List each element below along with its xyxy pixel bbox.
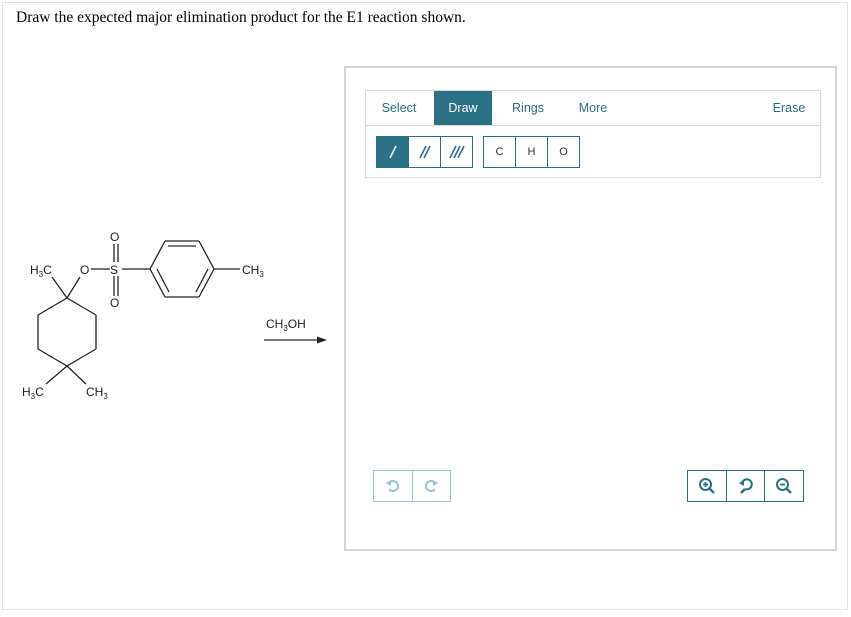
aromatic-inner-bond [195, 268, 209, 293]
single-bond-icon [388, 145, 397, 159]
arrow-head [317, 336, 327, 344]
page-frame [2, 2, 848, 610]
aromatic-bond [149, 240, 166, 270]
triple-bond-button[interactable] [441, 137, 472, 167]
bond-tool-group [376, 136, 473, 168]
question-text: Draw the expected major elimination prod… [16, 9, 466, 26]
label-h3c-bottom: H3C [22, 385, 44, 401]
atom-h-button[interactable]: H [516, 137, 548, 167]
editor-tabs: Select Draw Rings More Erase [366, 91, 820, 126]
tab-select[interactable]: Select [381, 101, 417, 115]
zoom-reset-button[interactable] [727, 471, 766, 501]
reaction-structure: H3C O S O O CH3 H3C CH3 CH3OH [22, 230, 327, 401]
ring-bond [66, 348, 97, 367]
zoom-group [687, 470, 804, 502]
atom-tool-group: C H O [483, 136, 580, 168]
label-reagent: CH3OH [266, 317, 306, 333]
double-bond-icon [418, 145, 431, 159]
tab-draw[interactable]: Draw [434, 91, 492, 125]
single-bond-button[interactable] [377, 137, 409, 167]
ring-bond [66, 297, 97, 316]
tab-more[interactable]: More [578, 101, 608, 115]
redo-icon [425, 480, 439, 492]
undo-button[interactable] [374, 471, 413, 501]
label-oxygen-bottom: O [110, 296, 119, 310]
zoom-reset-icon [738, 478, 753, 494]
triple-bond-icon [448, 145, 465, 159]
label-h3c-top: H3C [30, 263, 52, 279]
redo-button[interactable] [413, 471, 451, 501]
methyl-bond [51, 276, 68, 299]
zoom-out-button[interactable] [765, 471, 803, 501]
undo-icon [385, 480, 399, 492]
reaction-scheme: H3C O S O O CH3 H3C CH3 CH3OH [0, 0, 340, 612]
label-ch3-bottom: CH3 [86, 385, 108, 401]
editor-toolbar: Select Draw Rings More Erase [365, 90, 821, 178]
zoom-out-icon [776, 478, 793, 494]
label-oxygen-ester: O [80, 263, 89, 277]
structure-editor[interactable]: Select Draw Rings More Erase [344, 66, 837, 551]
aromatic-bond [198, 268, 215, 298]
methyl-bond [66, 365, 87, 385]
zoom-in-button[interactable] [688, 471, 727, 501]
atom-c-button[interactable]: C [484, 137, 516, 167]
zoom-in-icon [698, 478, 715, 494]
label-ch3-para: CH3 [242, 263, 264, 279]
ring-bond [37, 348, 68, 367]
history-group [373, 470, 451, 502]
aromatic-bond [198, 240, 215, 270]
aromatic-inner-bond [156, 268, 170, 293]
tab-rings[interactable]: Rings [512, 101, 544, 115]
atom-o-button[interactable]: O [559, 146, 568, 158]
double-bond-button[interactable] [409, 137, 441, 167]
c-o-bond [66, 276, 81, 299]
methyl-bond [45, 365, 68, 385]
label-oxygen-top: O [110, 230, 119, 244]
ring-bond [37, 297, 68, 316]
tab-erase[interactable]: Erase [772, 101, 806, 115]
aromatic-bond [149, 268, 166, 298]
label-sulfur: S [110, 263, 118, 277]
